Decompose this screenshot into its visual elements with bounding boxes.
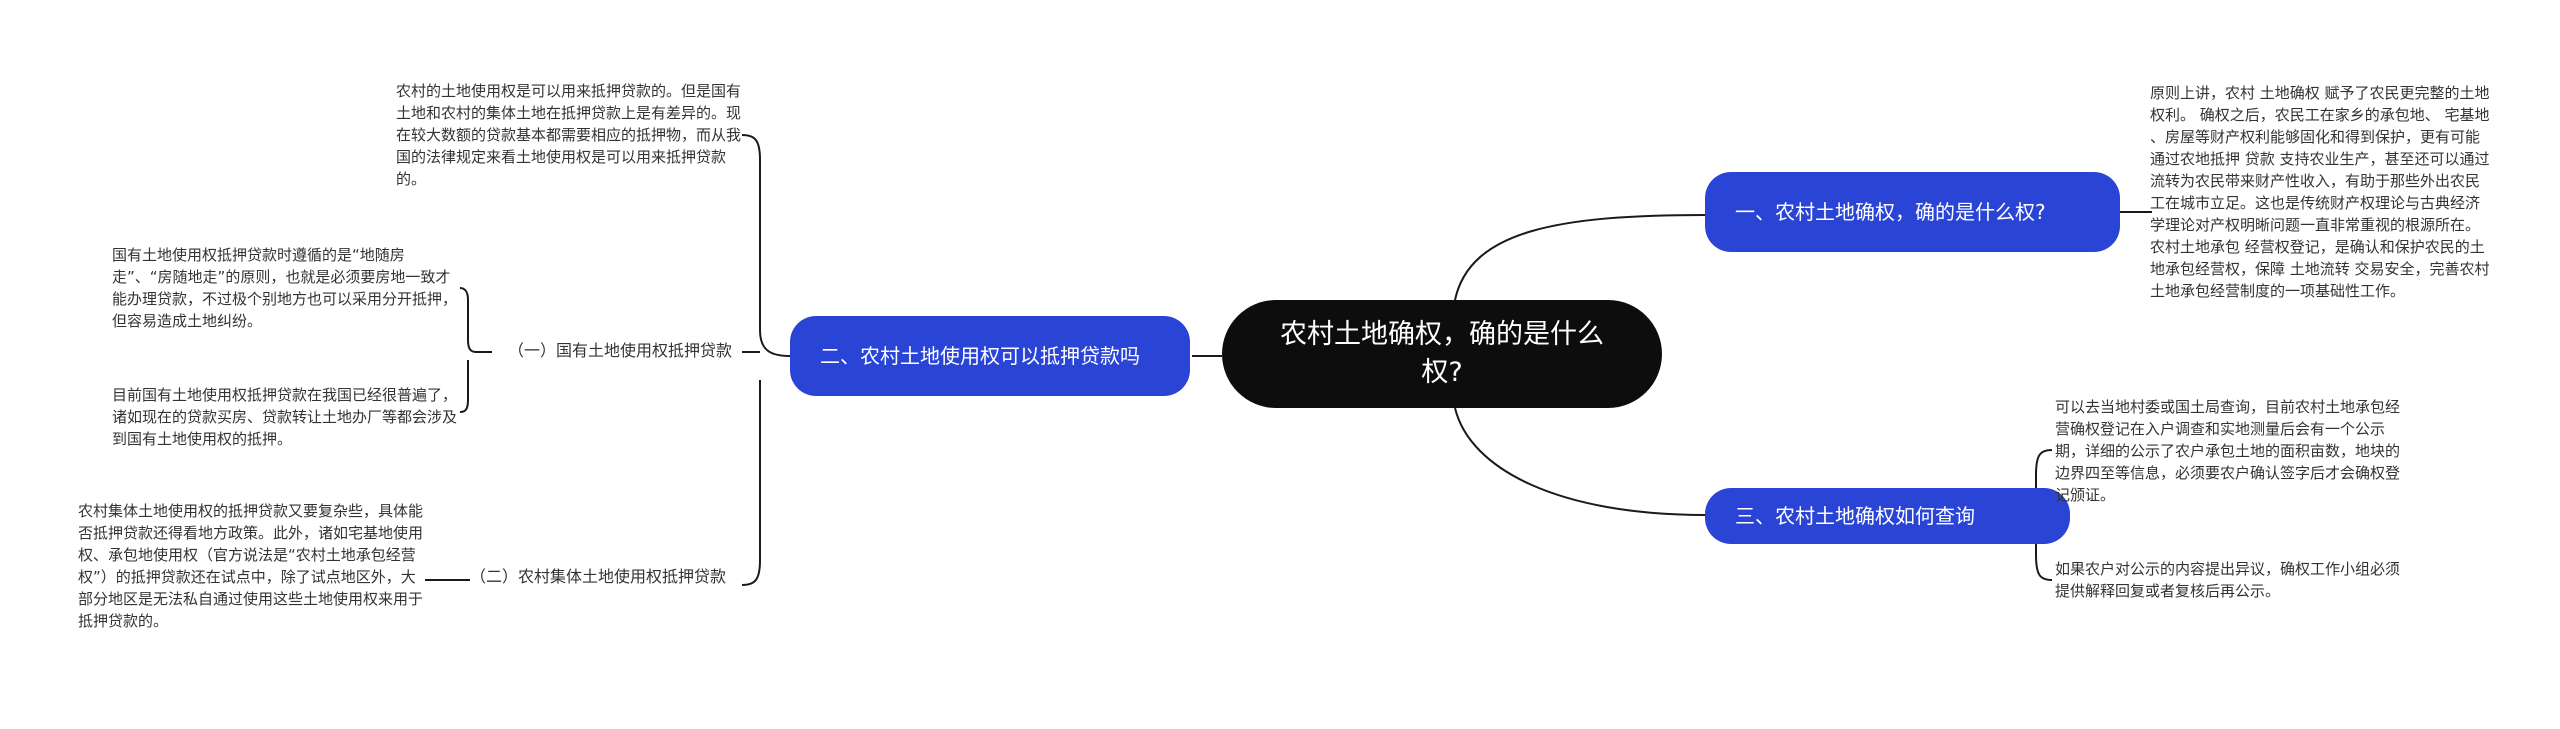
branch-2-intro: 农村的土地使用权是可以用来抵押贷款的。但是国有土地和农村的集体土地在抵押贷款上是…	[396, 82, 742, 188]
branch-1-label: 一、农村土地确权，确的是什么权?	[1735, 200, 2046, 224]
root-title: 农村土地确权，确的是什么权?	[1280, 319, 1604, 388]
sub-1-leaf-2: 目前国有土地使用权抵押贷款在我国已经很普遍了，诸如现在的贷款买房、贷款转让土地办…	[112, 386, 458, 448]
sub-2-leaf-1: 农村集体土地使用权的抵押贷款又要复杂些，具体能否抵押贷款还得看地方政策。此外，诸…	[78, 502, 424, 630]
link-root-branch3	[1454, 407, 1706, 516]
branch-3-label: 三、农村土地确权如何查询	[1735, 504, 1975, 528]
sub-1-leaf-1: 国有土地使用权抵押贷款时遵循的是“地随房走”、“房随地走”的原则，也就是必须要房…	[112, 246, 458, 330]
branch-node-2[interactable]: 二、农村土地使用权可以抵押贷款吗	[790, 316, 1190, 396]
sub-node-2[interactable]: （二）农村集体土地使用权抵押贷款	[470, 567, 727, 586]
link-branch2-bracket	[741, 134, 791, 586]
branch-node-3[interactable]: 三、农村土地确权如何查询	[1705, 488, 2070, 544]
branch-node-1[interactable]: 一、农村土地确权，确的是什么权?	[1705, 172, 2120, 252]
root-node[interactable]: 农村土地确权，确的是什么权?	[1222, 300, 1662, 408]
branch-2-label: 二、农村土地使用权可以抵押贷款吗	[820, 344, 1140, 368]
link-root-branch1	[1454, 214, 1706, 301]
branch-3-leaf-2: 如果农户对公示的内容提出异议，确权工作小组必须提供解释回复或者复核后再公示。	[2055, 560, 2401, 600]
branch-1-text: 原则上讲，农村 土地确权 赋予了农民更完整的土地权利。 确权之后，农民工在家乡的…	[2150, 84, 2490, 300]
link-sub1-bracket	[459, 287, 492, 413]
branch-3-leaf-1: 可以去当地村委或国土局查询，目前农村土地承包经营确权登记在入户调查和实地测量后会…	[2055, 398, 2401, 504]
sub-node-1[interactable]: （一）国有土地使用权抵押贷款	[508, 341, 733, 360]
